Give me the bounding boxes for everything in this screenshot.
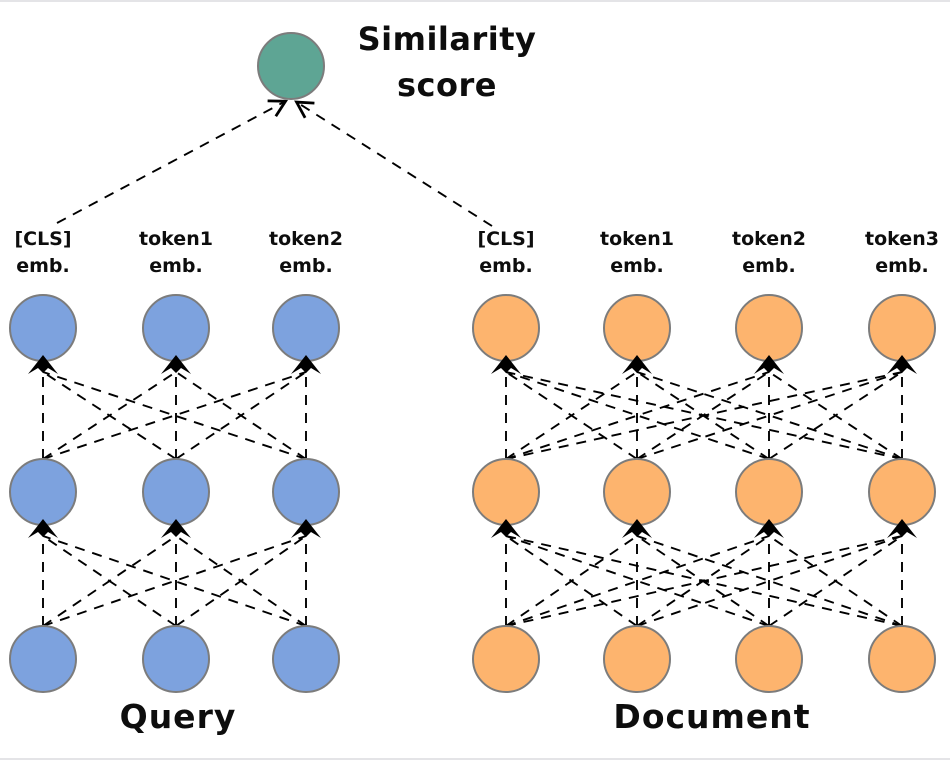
document-node (603, 294, 671, 362)
document-node (735, 294, 803, 362)
layer-arrowhead-icon (291, 519, 321, 538)
query-node (272, 458, 340, 526)
document-node (472, 294, 540, 362)
similarity-score-node (257, 32, 325, 100)
layer-arrowhead-icon (491, 519, 521, 538)
layer-arrowhead-icon (161, 355, 191, 374)
query-connection-line (175, 535, 307, 627)
layer-arrowhead-icon (622, 355, 652, 374)
query-node (9, 458, 77, 526)
query-group-label: Query (119, 697, 237, 736)
layer-arrowhead-icon (161, 519, 191, 538)
document-cls-emb-label: [CLS] emb. (477, 228, 535, 277)
layer-arrowhead-icon (754, 519, 784, 538)
document-node (735, 458, 803, 526)
layer-arrowhead-icon (754, 355, 784, 374)
query-node (9, 294, 77, 362)
document-node (735, 625, 803, 693)
cls-to-score-arrow (56, 99, 289, 224)
document-token3-emb-label: token3 emb. (865, 228, 939, 277)
document-token2-emb-label: token2 emb. (732, 228, 806, 277)
layer-arrowhead-icon (887, 519, 917, 538)
query-node (272, 625, 340, 693)
query-token2-emb-label: token2 emb. (269, 228, 343, 277)
layer-arrowhead-icon (28, 355, 58, 374)
document-node (472, 625, 540, 693)
query-node (142, 294, 210, 362)
query-connection-line (42, 371, 177, 460)
document-node (868, 458, 936, 526)
query-node (142, 625, 210, 693)
cls-to-score-arrow (294, 100, 493, 227)
document-connection-line (505, 371, 638, 460)
document-connection-line (505, 535, 638, 627)
query-connection-line (175, 371, 307, 460)
layer-arrowhead-icon (491, 355, 521, 374)
document-connection-line (768, 535, 903, 627)
layer-arrowhead-icon (622, 519, 652, 538)
document-node (472, 458, 540, 526)
document-node (603, 458, 671, 526)
layer-arrowhead-icon (28, 519, 58, 538)
document-connection-line (768, 371, 903, 460)
document-node (868, 625, 936, 693)
query-node (142, 458, 210, 526)
query-node (272, 294, 340, 362)
layer-arrowhead-icon (887, 355, 917, 374)
similarity-score-label: Similarity score (357, 20, 537, 105)
query-connection-line (42, 535, 177, 627)
query-cls-emb-label: [CLS] emb. (14, 228, 72, 277)
document-connection-line (505, 371, 903, 460)
document-node (603, 625, 671, 693)
document-group-label: Document (613, 697, 811, 736)
document-connection-line (505, 535, 903, 627)
layer-arrowhead-icon (291, 355, 321, 374)
document-token1-emb-label: token1 emb. (600, 228, 674, 277)
query-token1-emb-label: token1 emb. (139, 228, 213, 277)
document-node (868, 294, 936, 362)
query-node (9, 625, 77, 693)
